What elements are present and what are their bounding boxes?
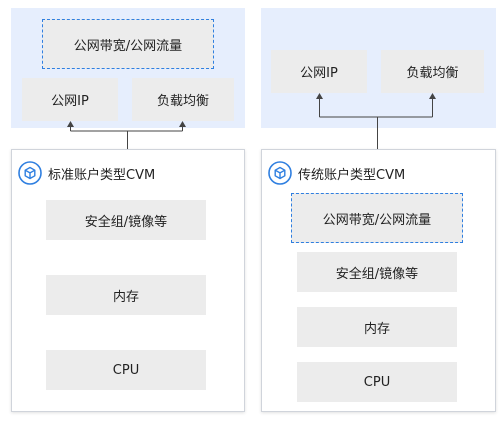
right-cpu-box: CPU [297, 362, 457, 402]
left-arrowhead-lb [179, 121, 186, 127]
right-public-bandwidth-box: 公网带宽/公网流量 [291, 193, 463, 243]
left-public-bandwidth-box: 公网带宽/公网流量 [42, 19, 214, 69]
right-cvm-title: 传统账户类型CVM [268, 160, 405, 186]
left-load-balancer-box: 负载均衡 [132, 78, 234, 121]
left-cvm-title: 标准账户类型CVM [18, 160, 155, 186]
right-load-balancer-box: 负载均衡 [381, 50, 484, 93]
right-memory-box: 内存 [297, 307, 457, 347]
right-arrowhead-lb [429, 93, 436, 99]
left-cpu-box: CPU [46, 350, 206, 390]
left-arrowhead-ip [67, 121, 74, 127]
right-public-ip-box: 公网IP [271, 50, 367, 93]
left-public-ip-box: 公网IP [22, 78, 118, 121]
cvm-icon [18, 161, 42, 185]
right-cvm-title-text: 传统账户类型CVM [298, 167, 406, 183]
cvm-icon [268, 161, 292, 185]
right-security-box: 安全组/镜像等 [297, 252, 457, 292]
right-arrowhead-ip [316, 93, 323, 99]
left-memory-box: 内存 [46, 275, 206, 315]
left-security-box: 安全组/镜像等 [46, 200, 206, 240]
left-cvm-title-text: 标准账户类型CVM [48, 167, 156, 183]
